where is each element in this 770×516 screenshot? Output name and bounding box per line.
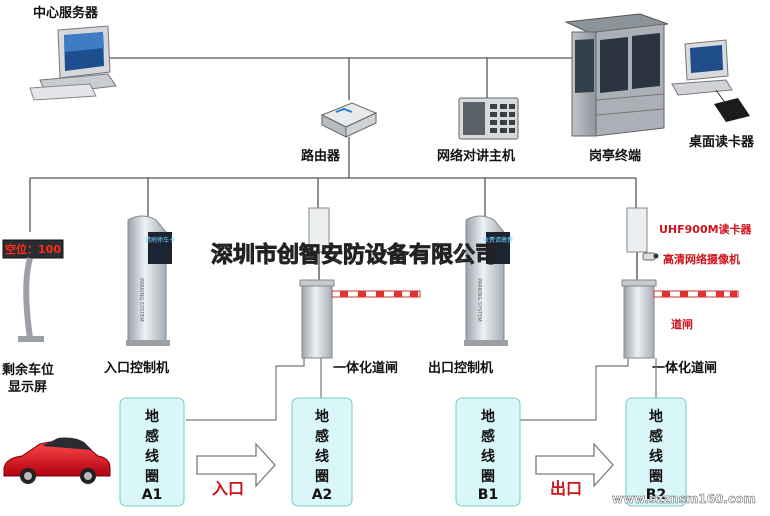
- exit-barrier-gate: [621, 279, 739, 359]
- loop-a1-char-4: 圈: [145, 469, 159, 485]
- camera-label: 高清网络摄像机: [663, 252, 740, 266]
- entry-uhf-antenna: [308, 207, 330, 284]
- loop-a2-char-1: 地: [315, 408, 329, 425]
- exit-screen-text: 收费请缴费: [483, 236, 513, 244]
- loop-a1-id: A1: [142, 487, 163, 503]
- server-computer-icon: [29, 25, 117, 101]
- loop-a2-char-4: 圈: [315, 469, 329, 485]
- loop-a2-char-3: 线: [315, 448, 329, 465]
- camera-icon: [642, 252, 659, 261]
- exit-controller-kiosk: 收费请缴费 PARKING SYSTEM: [464, 215, 513, 346]
- exit-gate-label: 一体化道闸: [652, 360, 717, 376]
- network-wires: [29, 57, 637, 232]
- display-label-line1: 剩余车位: [2, 362, 54, 378]
- exit-controller-label: 出口控制机: [428, 360, 493, 376]
- parking-display-sign: 空位：100: [2, 239, 64, 342]
- loop-b1-id: B1: [478, 487, 498, 503]
- exit-kiosk-side-text: PARKING SYSTEM: [476, 278, 482, 321]
- display-label-line2: 显示屏: [8, 380, 47, 395]
- watermark-text: 深圳市创智安防设备有限公司: [211, 242, 497, 268]
- loop-a2-id: A2: [312, 487, 333, 503]
- loop-b2: 地 感 线 圈 B2: [625, 397, 687, 507]
- reader-desk-label: 桌面读卡器: [689, 134, 755, 150]
- loop-b1: 地 感 线 圈 B1: [455, 397, 521, 507]
- loop-wires: [186, 358, 657, 421]
- loop-b1-char-1: 地: [481, 408, 495, 425]
- exit-word: 出口: [550, 479, 582, 498]
- entry-controller-kiosk: 请刷停车卡 PARKING SYSTEM: [126, 215, 175, 346]
- loop-b2-id: B2: [646, 487, 666, 503]
- loop-a1-char-3: 线: [145, 448, 159, 465]
- loop-a1: 地 感 线 圈 A1: [119, 397, 185, 507]
- site-text: www.szznsm160.com: [612, 492, 756, 506]
- loop-a1-char-2: 感: [145, 428, 159, 445]
- router-icon: [320, 102, 378, 138]
- loop-b1-char-3: 线: [481, 448, 495, 465]
- entry-word: 入口: [212, 479, 244, 498]
- entry-controller-label: 入口控制机: [104, 360, 169, 376]
- car-icon: [3, 437, 111, 484]
- loop-b1-char-2: 感: [481, 428, 495, 445]
- loop-a2-char-2: 感: [315, 428, 329, 445]
- loop-b2-char-4: 圈: [649, 469, 663, 485]
- server-label: 中心服务器: [33, 5, 99, 21]
- booth-label: 岗亭终端: [589, 148, 641, 164]
- router-label: 路由器: [301, 148, 341, 164]
- entry-arrow-icon: [196, 442, 276, 488]
- exit-uhf-antenna: [626, 207, 648, 284]
- entry-gate-label: 一体化道闸: [333, 360, 398, 376]
- exit-arrow-icon: [535, 442, 614, 488]
- entry-screen-text: 请刷停车卡: [145, 236, 175, 244]
- entry-kiosk-side-text: PARKING SYSTEM: [138, 278, 144, 321]
- guard-booth-icon: [564, 13, 669, 137]
- uhf-label: UHF900M读卡器: [659, 222, 753, 236]
- barrier-label: 道闸: [671, 317, 693, 331]
- intercom-label: 网络对讲主机: [437, 148, 515, 164]
- loop-a2: 地 感 线 圈 A2: [291, 397, 353, 507]
- intercom-host-icon: [458, 97, 519, 140]
- loop-b2-char-3: 线: [649, 448, 663, 465]
- loop-a1-char-1: 地: [145, 408, 159, 425]
- loop-b1-char-4: 圈: [481, 469, 495, 485]
- desktop-reader-icon: [671, 39, 750, 122]
- loop-b2-char-1: 地: [649, 408, 663, 425]
- display-led-text: 空位：100: [5, 242, 61, 256]
- entry-barrier-gate: [299, 279, 421, 359]
- loop-b2-char-2: 感: [649, 428, 663, 445]
